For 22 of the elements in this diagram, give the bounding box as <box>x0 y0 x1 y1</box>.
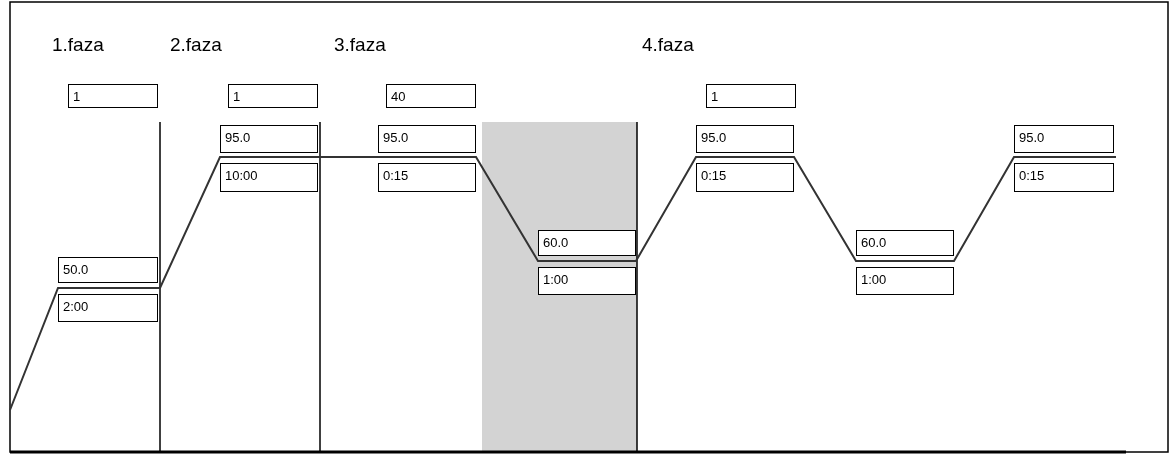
step-value-field: 95.0 <box>696 125 794 153</box>
cycle-count-field: 40 <box>386 84 476 108</box>
step-value-field: 50.0 <box>58 257 158 283</box>
cycle-count-field: 1 <box>228 84 318 108</box>
step-value-field: 10:00 <box>220 163 318 192</box>
step-value-field: 95.0 <box>220 125 318 153</box>
phase-label: 2.faza <box>170 34 222 56</box>
step-value-field: 1:00 <box>538 267 636 295</box>
step-value-field: 2:00 <box>58 294 158 322</box>
phase-label: 4.faza <box>642 34 694 56</box>
cycle-count-field: 1 <box>706 84 796 108</box>
step-value-field: 95.0 <box>378 125 476 153</box>
step-value-field: 1:00 <box>856 267 954 295</box>
phase-label: 3.faza <box>334 34 386 56</box>
step-value-field: 60.0 <box>538 230 636 256</box>
step-value-field: 60.0 <box>856 230 954 256</box>
phase-label: 1.faza <box>52 34 104 56</box>
step-value-field: 0:15 <box>696 163 794 192</box>
step-value-field: 0:15 <box>1014 163 1114 192</box>
cycle-count-field: 1 <box>68 84 158 108</box>
step-value-field: 0:15 <box>378 163 476 192</box>
step-value-field: 95.0 <box>1014 125 1114 153</box>
